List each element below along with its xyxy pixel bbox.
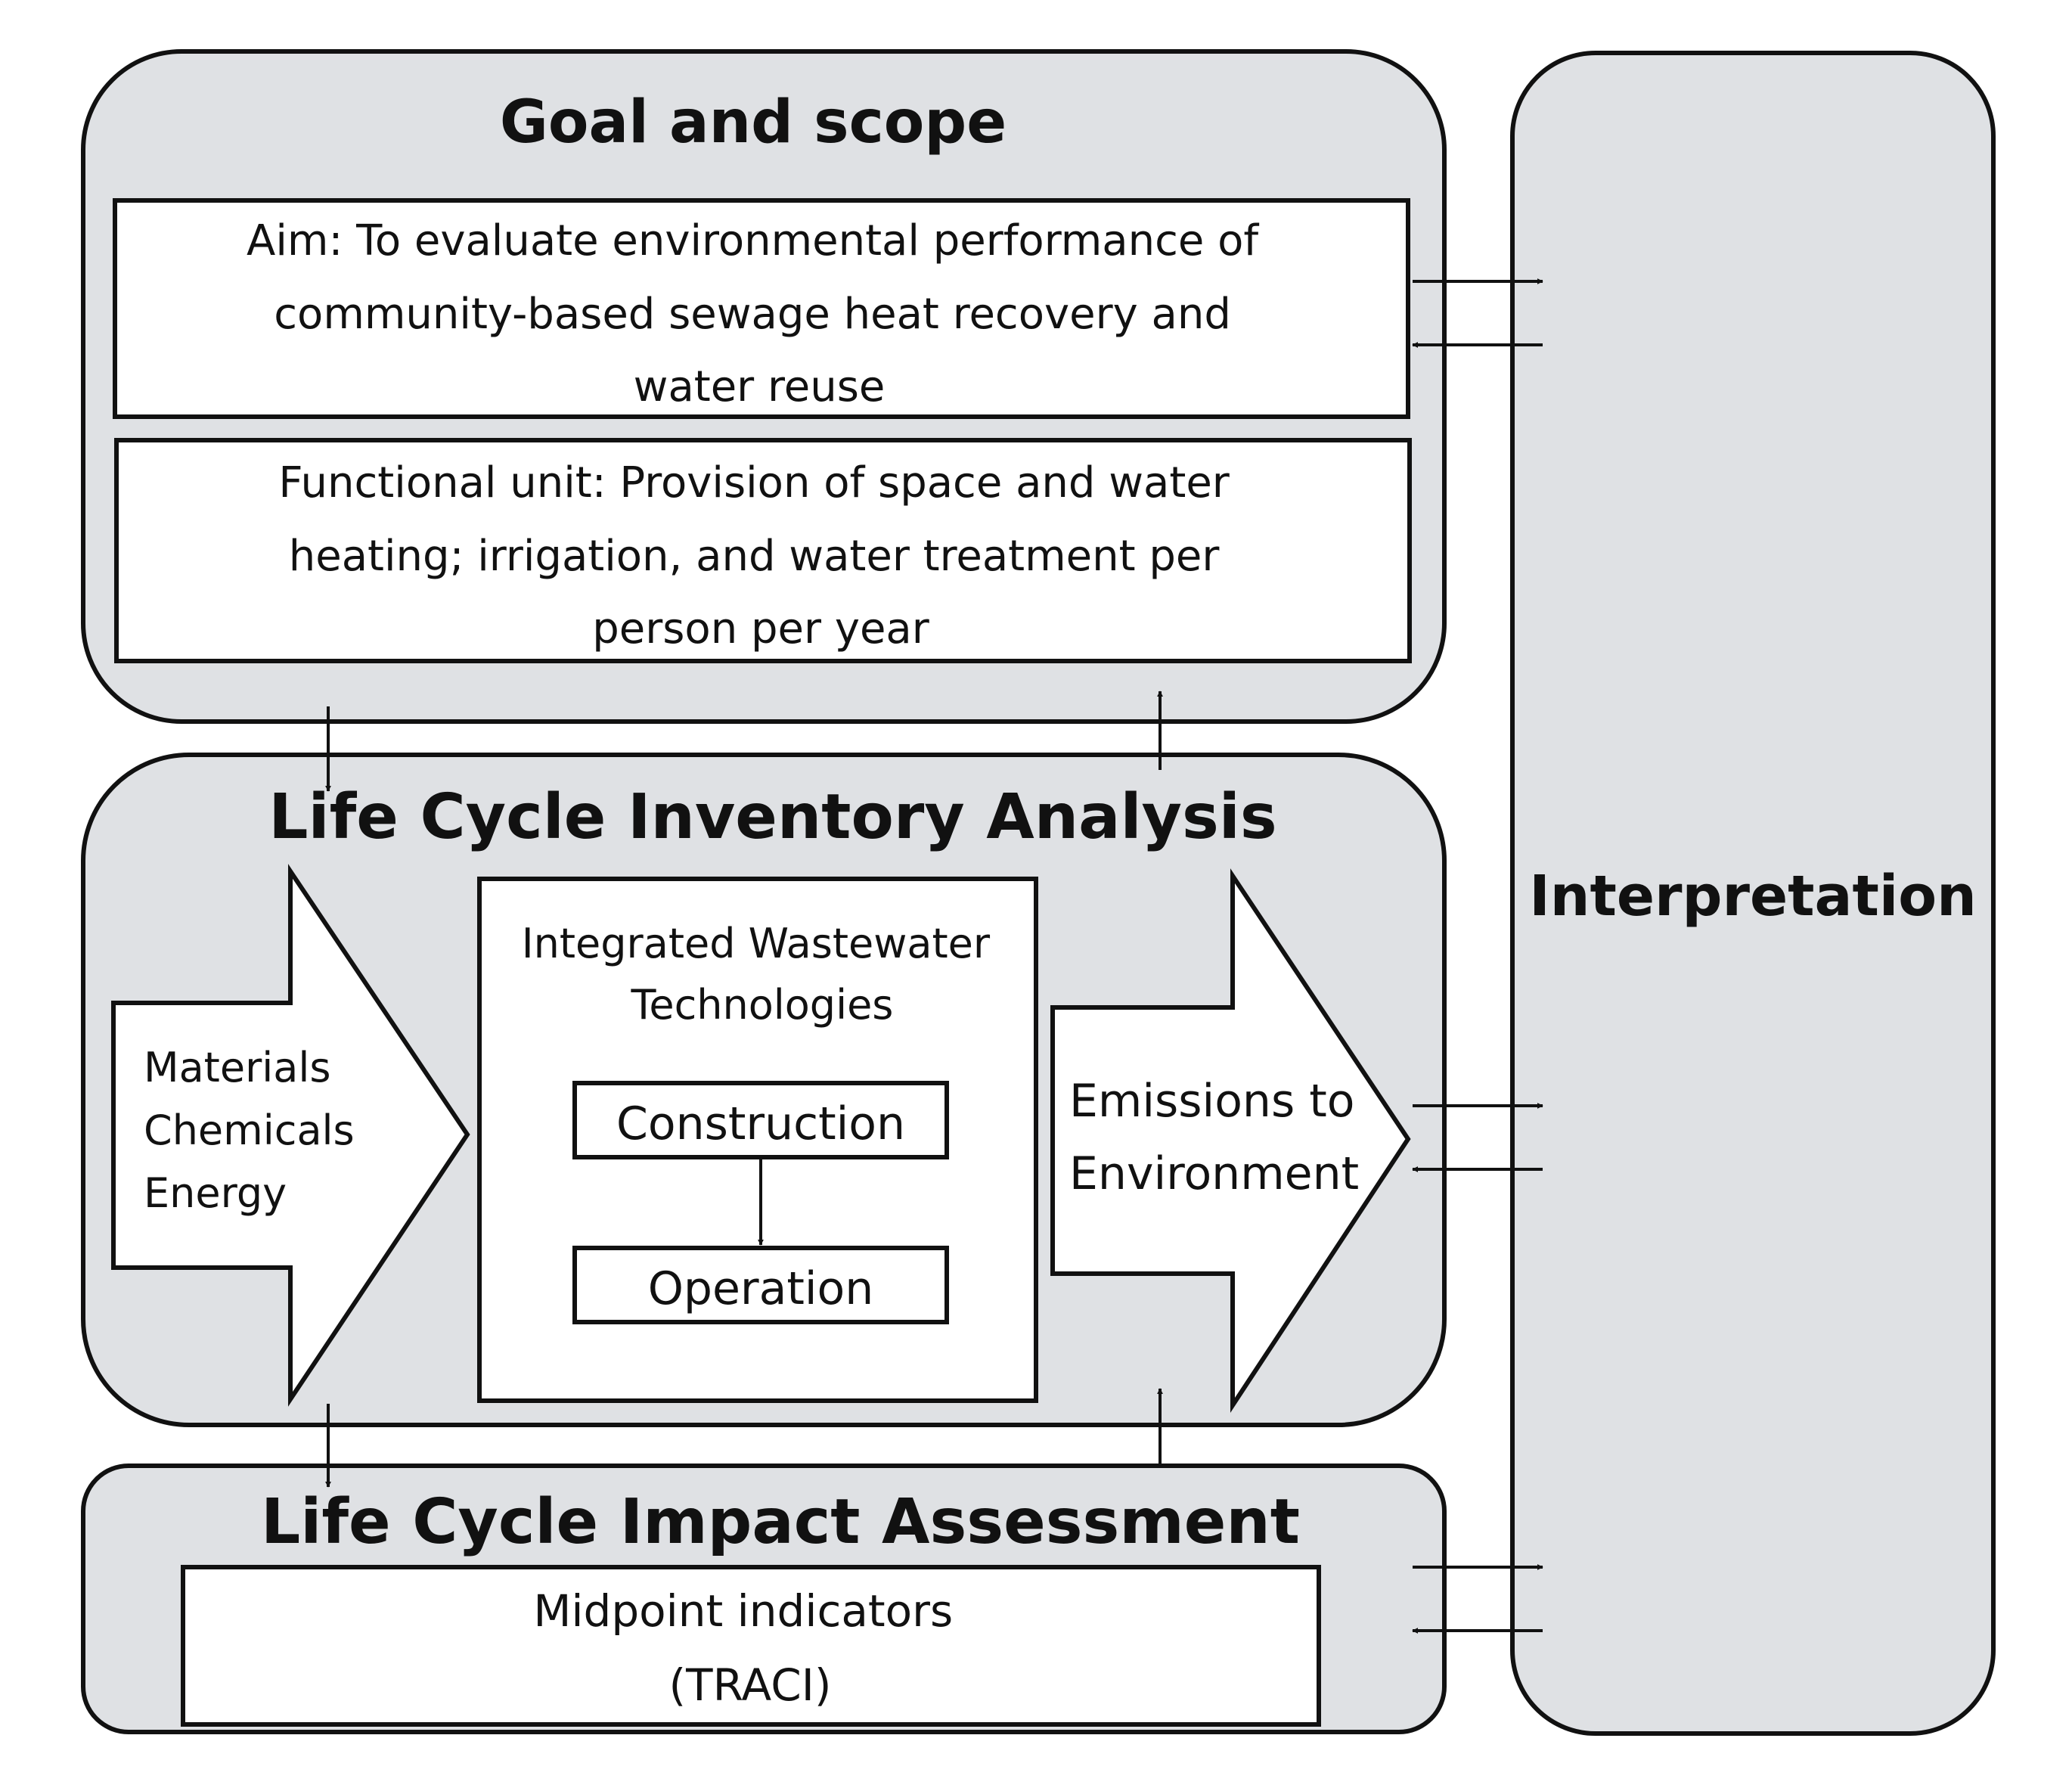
inputs-line: Chemicals — [144, 1107, 355, 1154]
aim-line: water reuse — [634, 362, 886, 411]
outputs-block-arrow — [1050, 868, 1411, 1414]
midpoint-indicators-text: Midpoint indicators (TRACI) — [533, 1585, 966, 1711]
midpoint-indicators-line: (TRACI) — [669, 1659, 832, 1711]
interpretation-panel — [1510, 51, 1996, 1736]
outputs-text: Emissions to Environment — [1069, 1075, 1369, 1200]
functional-unit-box — [114, 438, 1412, 663]
inventory-title: Life Cycle Inventory Analysis — [268, 781, 1276, 853]
inputs-block-arrow — [111, 864, 470, 1407]
operation-box — [572, 1246, 949, 1324]
integrated-technologies-line: Integrated Wastewater — [522, 920, 991, 967]
functional-unit-line: person per year — [592, 604, 929, 653]
operation-label: Operation — [648, 1262, 874, 1315]
integrated-technologies-line: Technologies — [631, 981, 894, 1029]
aim-text: Aim: To evaluate environmental performan… — [247, 216, 1272, 411]
functional-unit-line: Functional unit: Provision of space and … — [278, 458, 1230, 508]
integrated-technologies-title: Integrated Wastewater Technologies — [522, 920, 1003, 1029]
construction-box — [572, 1081, 949, 1159]
midpoint-indicators-line: Midpoint indicators — [533, 1585, 953, 1637]
functional-unit-text: Functional unit: Provision of space and … — [278, 458, 1242, 653]
inputs-line: Materials — [144, 1044, 331, 1091]
aim-box — [113, 198, 1410, 419]
goal-scope-title: Goal and scope — [500, 88, 1007, 157]
construction-label: Construction — [616, 1097, 905, 1150]
midpoint-indicators-box — [181, 1565, 1321, 1727]
functional-unit-line: heating; irrigation, and water treatment… — [289, 532, 1221, 581]
inputs-line: Energy — [144, 1169, 287, 1217]
aim-line: community-based sewage heat recovery and — [274, 290, 1231, 339]
aim-line: Aim: To evaluate environmental performan… — [247, 216, 1259, 265]
outputs-line: Emissions to — [1069, 1075, 1355, 1128]
impact-title: Life Cycle Impact Assessment — [261, 1486, 1300, 1558]
inputs-text: Materials Chemicals Energy — [144, 1044, 368, 1217]
interpretation-title: Interpretation — [1529, 864, 1977, 929]
outputs-line: Environment — [1069, 1147, 1359, 1200]
